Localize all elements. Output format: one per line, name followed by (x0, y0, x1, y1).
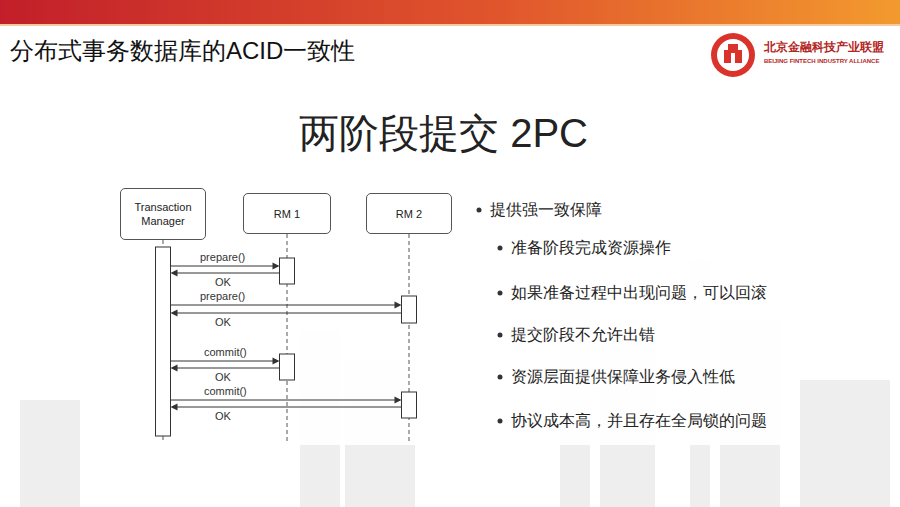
message-label: OK (214, 316, 232, 329)
arrow-head (395, 397, 402, 404)
arrow-head (171, 270, 178, 277)
message-label: OK (214, 276, 232, 289)
slide-heading: 两阶段提交 2PC (97, 108, 790, 158)
node-label: Transaction Manager (127, 200, 199, 228)
node-label: RM 2 (396, 207, 422, 221)
message-group (163, 234, 409, 317)
arrow-head (273, 358, 280, 365)
arrow-head (273, 263, 280, 270)
header-bar (0, 0, 900, 24)
bullet-text: 资源层面提供保障业务侵入性低 (511, 367, 735, 387)
message-arrow (163, 234, 287, 368)
arrow-head (395, 302, 402, 309)
message-label: prepare() (199, 251, 246, 264)
slide-panel (97, 92, 790, 445)
alliance-name: 北京金融科技产业联盟 (764, 40, 884, 55)
resource-manager-box: RM 1 (243, 193, 331, 234)
arrow-head (171, 365, 178, 372)
message-group (163, 234, 409, 309)
message-arrow (163, 234, 409, 407)
arrow-head (171, 310, 178, 317)
header-stripe (0, 24, 900, 26)
bullet-text: 提供强一致保障 (490, 200, 602, 220)
resource-manager-box: RM 2 (366, 193, 452, 234)
node-label: RM 1 (274, 207, 300, 221)
message-group (163, 234, 287, 277)
message-group (163, 234, 409, 404)
message-arrow (163, 234, 287, 361)
bullet-text: 准备阶段完成资源操作 (511, 238, 671, 258)
arrow-head (171, 404, 178, 411)
manager-box: Transaction Manager (120, 188, 206, 240)
message-arrow (163, 234, 409, 313)
message-arrow (163, 234, 409, 400)
message-label: commit() (203, 346, 248, 359)
alliance-name-english: BEIJING FINTECH INDUSTRY ALLIANCE (764, 57, 879, 65)
bullet-dots (477, 208, 503, 424)
message-label: commit() (203, 385, 248, 398)
message-arrow (163, 234, 409, 305)
message-group (163, 234, 409, 411)
bullet-text: 提交阶段不允许出错 (511, 325, 655, 345)
slide-title: 分布式事务数据库的ACID一致性 (10, 36, 355, 66)
bullet-text: 协议成本高，并且存在全局锁的问题 (511, 411, 767, 431)
message-label: OK (214, 371, 232, 384)
lifelines (163, 234, 409, 442)
alliance-logo (711, 33, 755, 77)
bullet-text: 如果准备过程中出现问题，可以回滚 (511, 283, 767, 303)
activation-bars (156, 247, 417, 436)
message-group (163, 234, 287, 365)
message-label: prepare() (199, 290, 246, 303)
message-label: OK (214, 410, 232, 423)
message-group (163, 234, 287, 372)
